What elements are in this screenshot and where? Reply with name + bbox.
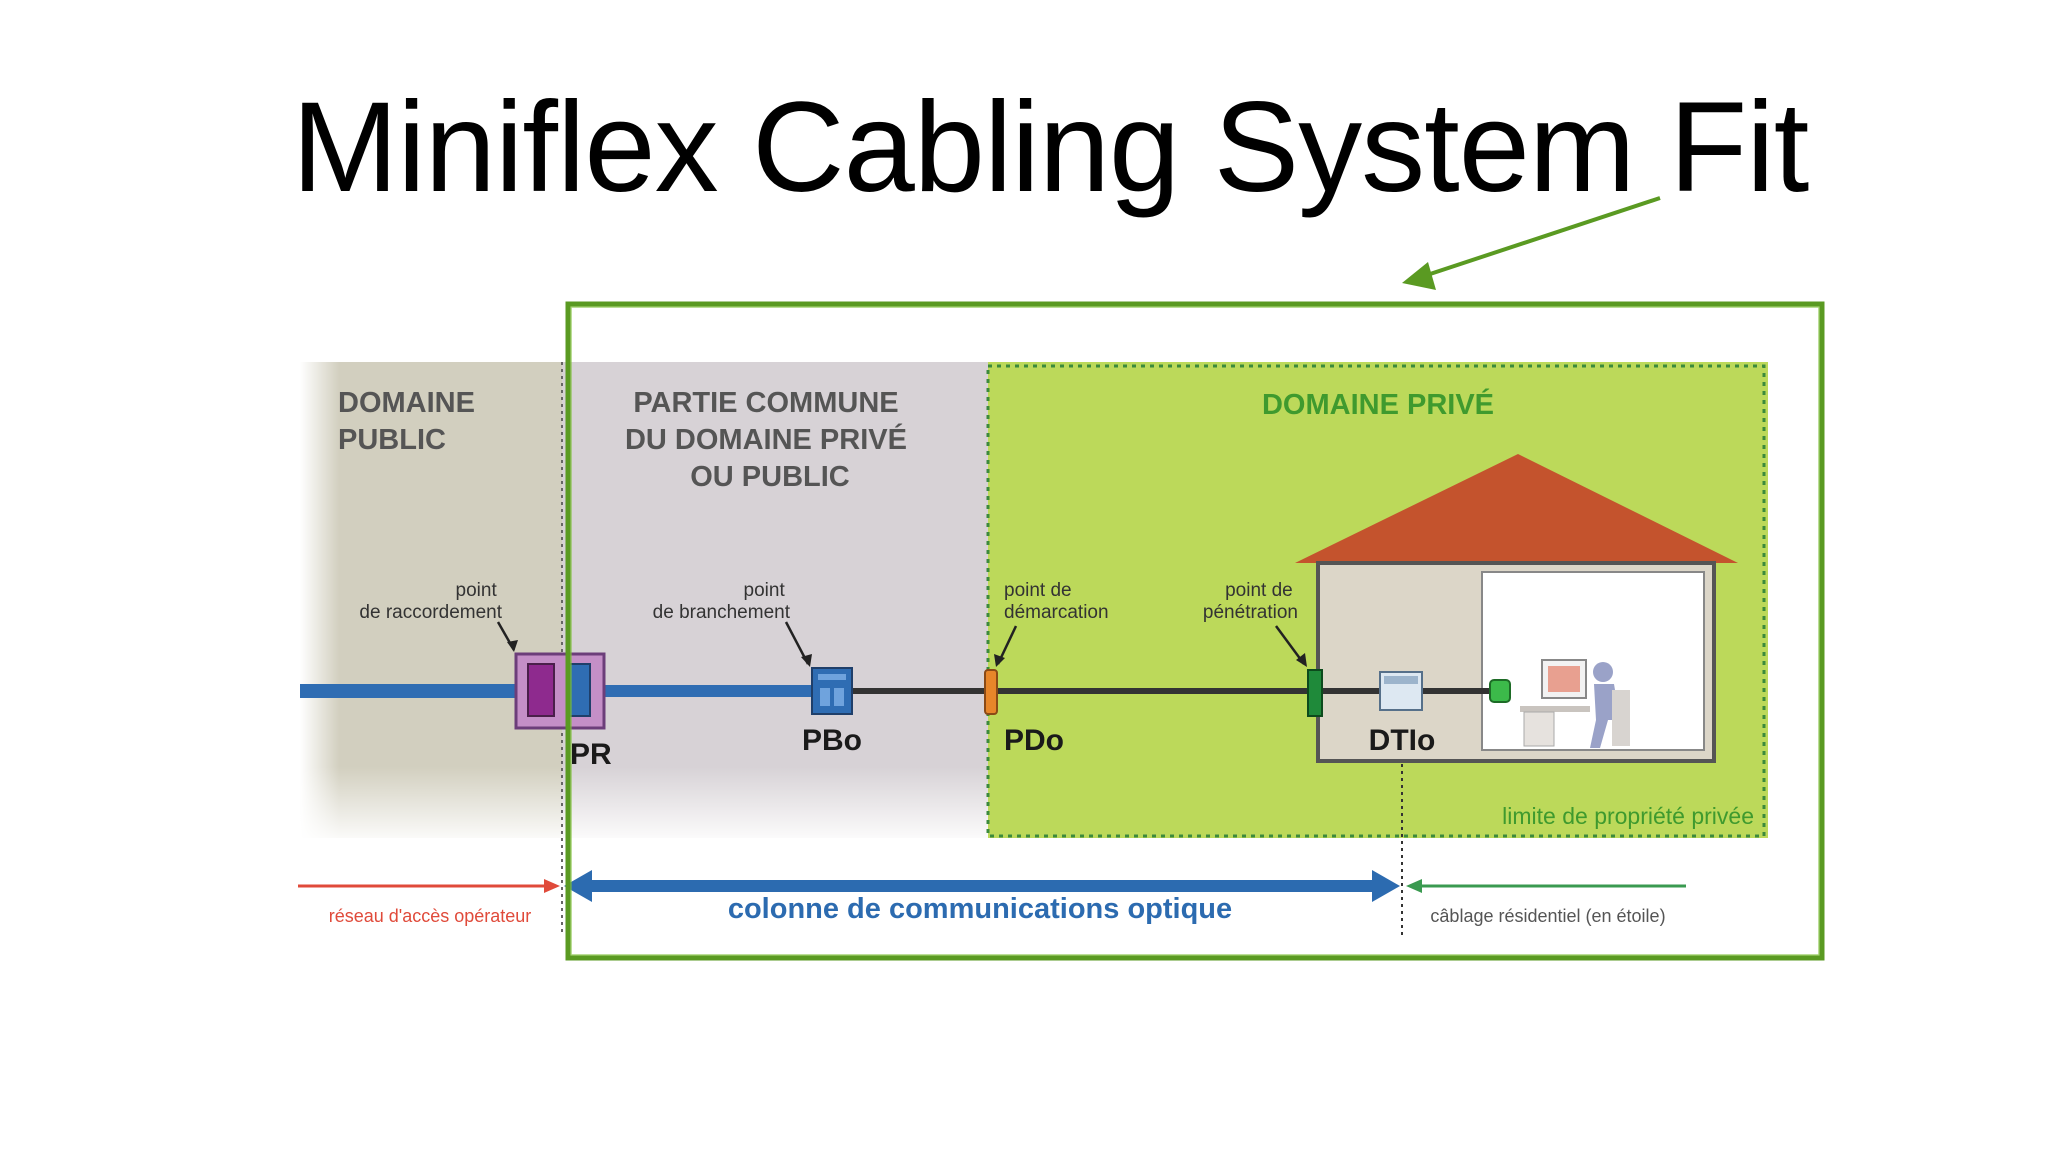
pbo-detail-left [820, 688, 830, 706]
house-room [1481, 571, 1705, 751]
penetration-marker [1307, 669, 1323, 717]
highlight-pointer-arrowhead [1402, 262, 1436, 290]
public-zone-heading: DOMAINE PUBLIC [338, 387, 483, 456]
house-roof [1295, 454, 1738, 563]
miniflex-highlight-frame [565, 301, 1825, 961]
monitor-screen [1548, 666, 1580, 692]
chair [1612, 690, 1630, 746]
private-boundary-dotted [986, 364, 1766, 838]
pbo-detail-right [834, 688, 844, 706]
pr-module-purple [527, 663, 555, 717]
pr-callout-label: point de raccordement [359, 580, 502, 623]
outlet-icon [1489, 679, 1511, 703]
column-left-arrowhead [564, 870, 592, 902]
person-head-icon [1593, 662, 1613, 682]
desk [1520, 706, 1590, 712]
residential-segment-arrowhead [1406, 879, 1422, 893]
private-limit-label: limite de propriété privée [1502, 803, 1754, 829]
pr-label: PR [570, 738, 612, 771]
penetration-callout-label: point de pénétration [1203, 580, 1298, 623]
dtio-detail [1384, 676, 1418, 684]
miniflex-highlight-frame-inner [570, 306, 1820, 956]
residential-segment-label: câblage résidentiel (en étoile) [1430, 906, 1665, 926]
pbo-callout-arrowhead [801, 654, 812, 667]
operator-segment-label: réseau d'accès opérateur [329, 906, 532, 926]
pbo-detail [818, 674, 846, 680]
penetration-callout-arrowhead [1296, 653, 1307, 667]
operator-segment-arrowhead [544, 879, 560, 893]
dtio-label: DTIo [1369, 724, 1436, 757]
pdo-label: PDo [1004, 724, 1064, 757]
column-segment-label: colonne de communications optique [728, 893, 1232, 925]
pbo-callout-label: point de branchement [653, 580, 791, 623]
pr-callout-arrowhead [507, 640, 518, 652]
shared-zone-heading: PARTIE COMMUNE DU DOMAINE PRIVÉ OU PUBLI… [625, 387, 915, 493]
pbo-label: PBo [802, 724, 862, 757]
highlight-pointer-arrow [1417, 196, 1661, 280]
slide-title: Miniflex Cabling System Fit [291, 76, 1810, 219]
desk-drawer [1523, 711, 1555, 747]
column-right-arrowhead [1372, 870, 1400, 902]
private-zone-heading: DOMAINE PRIVÉ [1262, 387, 1494, 421]
pdo-callout-label: point de démarcation [1004, 580, 1109, 623]
pdo-marker [984, 669, 998, 715]
zone-bottom-fade [300, 362, 988, 838]
pdo-callout-arrowhead [994, 654, 1005, 667]
